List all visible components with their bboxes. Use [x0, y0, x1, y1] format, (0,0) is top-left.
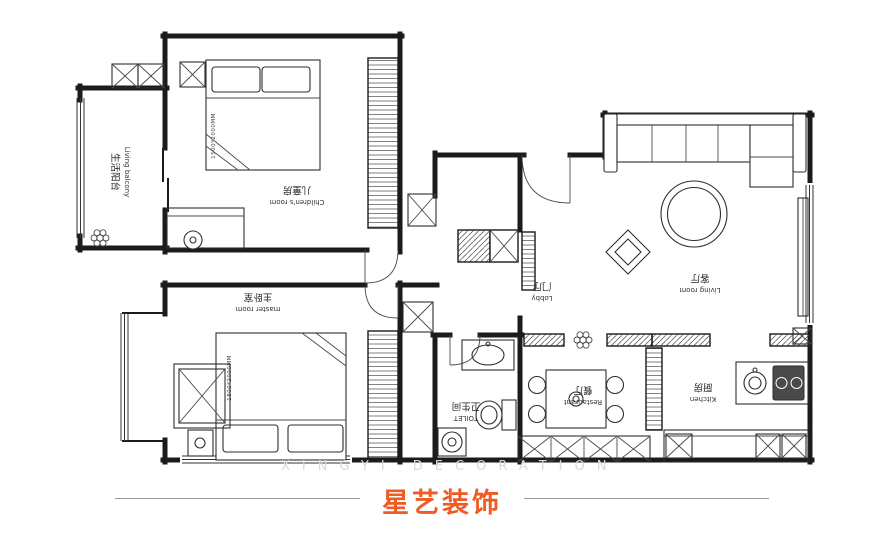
kitchen-counter: [663, 429, 809, 463]
room-label-living: Living room 客厅: [679, 272, 720, 294]
living-label-zh: 客厅: [690, 272, 710, 284]
room-label-kitchen: Kitchen 厨房: [690, 381, 716, 403]
washing-machine: [437, 427, 467, 457]
tea-table: [660, 180, 728, 248]
children-bed: 1500*2000MM: [205, 59, 321, 171]
dining-table: [527, 369, 625, 429]
plant-dining: [573, 331, 593, 349]
master-label-zh: 主卧室: [244, 291, 273, 303]
kitchen-label-zh: 厨房: [693, 381, 712, 393]
room-label-toilet: TOILET 卫生间: [452, 400, 481, 422]
kitchen-sink-stove: [735, 361, 809, 405]
dining-label-en: Restaurant: [564, 398, 603, 406]
room-label-balcony: Living balcony 生活阳台: [109, 147, 131, 197]
lobby-label-zh: 门厅: [532, 280, 552, 292]
room-label-dining: Restaurant 餐厅: [564, 384, 603, 406]
children-label-zh: 儿童房: [283, 184, 312, 196]
tv-console: [797, 197, 809, 317]
column-boxes: [111, 61, 812, 345]
logo-rule-left: [115, 498, 360, 499]
room-label-lobby: Lobby 门厅: [531, 280, 552, 302]
children-desk: [166, 207, 245, 250]
balcony-label-en: Living balcony: [123, 147, 131, 197]
toilet-sink: [461, 339, 515, 371]
master-nightstand: [187, 429, 214, 457]
dining-label-zh: 餐厅: [573, 384, 593, 396]
children-bed-size-label: 1500*2000MM: [211, 113, 217, 159]
toilet-label-zh: 卫生间: [452, 400, 481, 412]
hatched-wall-band: [523, 333, 811, 347]
logo-rule-right: [524, 498, 769, 499]
master-label-en: master room: [235, 305, 280, 313]
master-bed: 1800*2000MM: [215, 332, 347, 461]
room-label-children: Children's room 儿童房: [269, 184, 324, 206]
children-wardrobe: [367, 57, 399, 229]
plant-balcony: [90, 229, 110, 247]
living-label-en: Living room: [679, 286, 720, 294]
lobby-label-en: Lobby: [531, 294, 552, 302]
sofa: [603, 113, 807, 188]
shoe-cabinet: [521, 231, 536, 291]
dining-tall-cabinet: [645, 347, 663, 431]
toilet-bowl: [475, 399, 517, 431]
children-label-en: Children's room: [269, 198, 324, 206]
master-wardrobe: [367, 330, 399, 459]
kitchen-label-en: Kitchen: [690, 395, 716, 403]
room-label-master: master room 主卧室: [235, 291, 280, 313]
brand-logo: 星艺装饰: [382, 488, 502, 519]
master-crib: [173, 363, 231, 429]
dining-cabinet: [517, 435, 651, 463]
watermark-text: XINGYI DECORATION: [281, 459, 619, 474]
toilet-label-en: TOILET: [453, 414, 479, 422]
side-table: [605, 229, 651, 275]
balcony-label-zh: 生活阳台: [109, 153, 121, 191]
shaft-blocks: [457, 229, 519, 263]
